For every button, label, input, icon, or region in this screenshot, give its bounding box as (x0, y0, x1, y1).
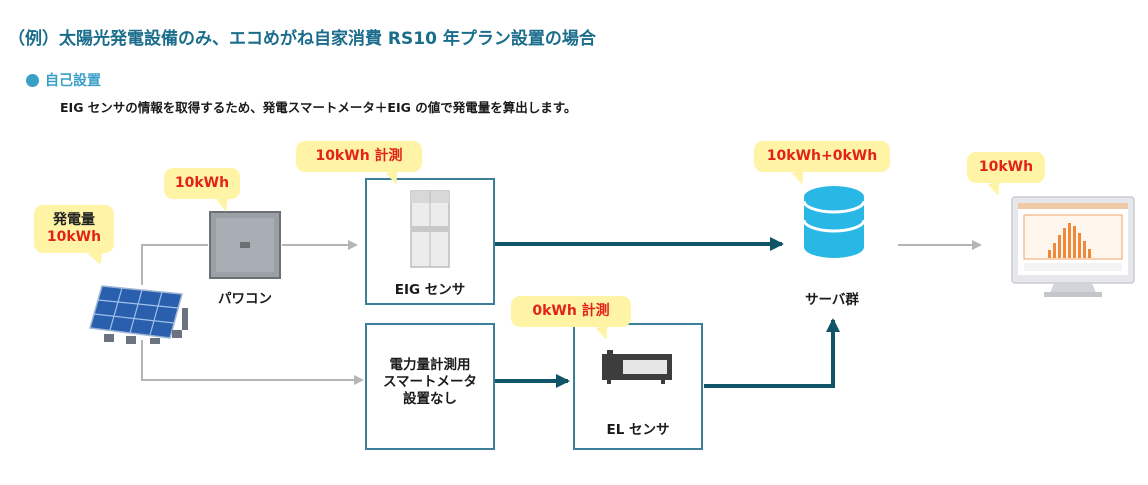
bullet-dot-icon (26, 73, 39, 87)
panel-to-meter-line (141, 340, 364, 385)
el-to-server-line (704, 318, 840, 388)
eig-sensor-label: EIG センサ (394, 282, 466, 298)
server-label: サーバ群 (805, 292, 859, 308)
el-sensor-label: EL センサ (606, 422, 670, 438)
smart-meter-line3: 設置なし (403, 390, 457, 407)
solar-output-bubble: 発電量 10kWh (34, 205, 114, 267)
monitor-bubble: 10kWh (967, 152, 1045, 183)
el-measure-bubble: 0kWh 計測 (511, 296, 631, 327)
description-text: EIG センサの情報を取得するため、発電スマートメータ＋EIG の値で発電量を算… (60, 100, 577, 115)
el-sensor-device-icon (601, 350, 673, 384)
smart-meter-label: 電力量計測用 スマートメータ 設置なし (365, 357, 495, 408)
panel-to-pcs-line (141, 244, 208, 285)
smart-meter-line1: 電力量計測用 (389, 357, 471, 373)
pcs-bubble: 10kWh (164, 168, 240, 199)
page-title: （例）太陽光発電設備のみ、エコめがね自家消費 RS10 年プラン設置の場合 (8, 29, 596, 49)
power-conditioner (208, 210, 282, 280)
el-sensor-box (573, 323, 703, 450)
solar-output-value: 10kWh (46, 228, 102, 245)
eig-sensor-device-icon (410, 190, 450, 268)
solar-output-label: 発電量 (53, 212, 95, 228)
monitor-display-icon (1010, 195, 1136, 299)
section-heading-label: 自己設置 (45, 73, 101, 89)
smart-meter-box (365, 323, 495, 450)
pcs-label: パワコン (218, 291, 272, 307)
server-database-icon (802, 185, 866, 259)
eig-measure-bubble: 10kWh 計測 (296, 141, 422, 172)
solar-panel (82, 272, 192, 344)
smart-meter-line2: スマートメータ (382, 373, 478, 390)
section-heading: 自己設置 (26, 70, 101, 90)
server-bubble: 10kWh+0kWh (754, 141, 890, 172)
